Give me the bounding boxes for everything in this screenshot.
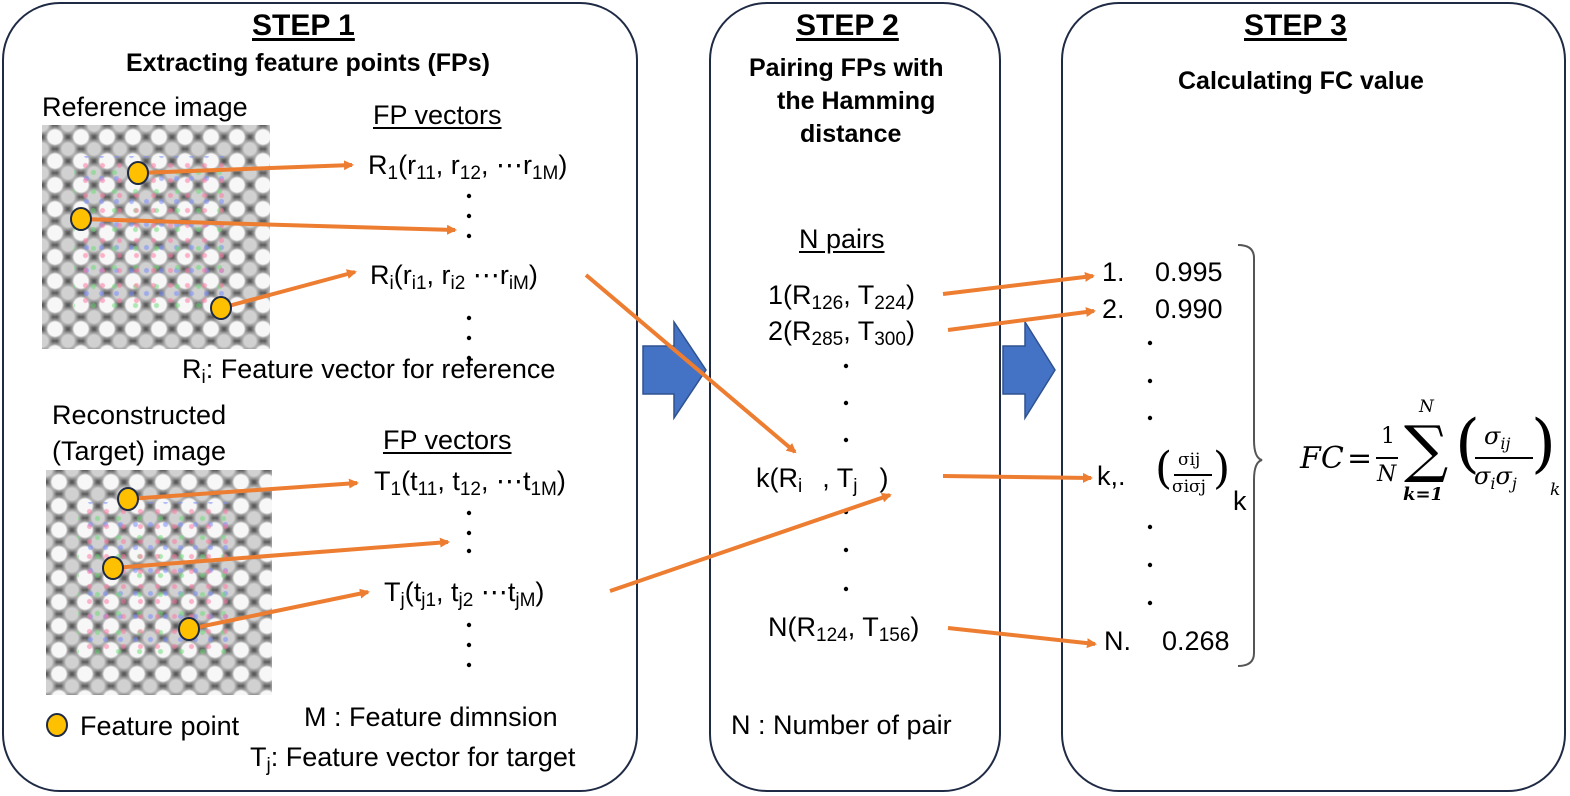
pair-k: k(Ri, Tj) <box>756 463 889 497</box>
target-image <box>46 470 272 695</box>
tj-definition: Tj: Feature vector for target <box>250 742 576 776</box>
fc-row-n-value: 0.268 <box>1162 626 1230 656</box>
fc-formula-left-paren: ( <box>1455 407 1480 481</box>
n-pairs-label: N pairs <box>799 224 885 254</box>
feature-point-markers <box>46 161 232 737</box>
fc-row-k-left-paren: ( <box>1155 443 1173 494</box>
n-definition: N : Number of pair <box>731 710 952 740</box>
block-arrow-2-icon <box>1002 319 1056 421</box>
step3-subtitle: Calculating FC value <box>1178 67 1424 95</box>
fc-formula-sigma-icon: ∑ <box>1404 412 1449 485</box>
step2-subtitle-2: the Hamming <box>777 87 936 115</box>
vector-ri: Ri(ri1, ri2 ⋯riM) <box>370 260 538 294</box>
fc-row-k-index: k,. <box>1097 461 1126 491</box>
ri-definition: Ri: Feature vector for reference <box>182 354 556 388</box>
reconstructed-label: Reconstructed <box>52 400 227 430</box>
fc-formula-outer-subscript: k <box>1550 480 1561 500</box>
fc-row-n-index: N. <box>1104 626 1131 656</box>
legend-feature-point-icon <box>46 713 68 737</box>
reference-image <box>42 125 270 349</box>
fc-formula-fraction-bar <box>1376 457 1398 459</box>
feature-point-legend-label: Feature point <box>80 711 240 741</box>
pair-1: 1(R126, T224) <box>768 280 915 314</box>
fc-formula-numerator: σij <box>1484 422 1511 453</box>
reference-image-label: Reference image <box>42 92 248 122</box>
step1-subtitle: Extracting feature points (FPs) <box>126 49 490 77</box>
ellipsis-dots <box>466 193 1153 668</box>
vector-tj: Tj(tj1, tj2 ⋯tjM) <box>384 577 545 611</box>
fc-formula-inner-bar <box>1475 457 1533 459</box>
step3-title: STEP 3 <box>1244 9 1347 42</box>
pair-n: N(R124, T156) <box>768 612 920 646</box>
fc-formula-lhs: FC <box>1300 441 1344 476</box>
fc-formula-denominator: σiσj <box>1474 462 1517 493</box>
m-definition: M : Feature dimnsion <box>304 702 558 732</box>
vector-t1: T1(t11, t12, ⋯t1M) <box>374 466 566 500</box>
step3-panel <box>1061 2 1566 792</box>
fc-formula-one: 1 <box>1381 424 1395 449</box>
pair-2: 2(R285, T300) <box>768 316 915 350</box>
fp-vectors-label-ref: FP vectors <box>373 100 502 130</box>
fc-row-k-fraction-bar <box>1174 474 1212 476</box>
step2-panel <box>709 2 1001 792</box>
fc-row-2-value: 0.990 <box>1155 294 1223 324</box>
fc-row-k-denominator: σiσj <box>1172 477 1206 497</box>
connector-arrows <box>80 160 1097 649</box>
fc-formula-sum-top: N <box>1419 397 1434 417</box>
fc-formula-sum-bottom: k=1 <box>1403 484 1444 505</box>
target-image-label: (Target) image <box>52 436 227 466</box>
step2-subtitle-3: distance <box>800 120 902 148</box>
fc-formula-n: N <box>1377 462 1397 487</box>
fc-formula-right-paren: ) <box>1531 407 1556 481</box>
vector-r1: R1(r11, r12, ⋯r1M) <box>368 150 568 184</box>
fc-row-1-value: 0.995 <box>1155 257 1223 287</box>
step2-title: STEP 2 <box>796 9 899 42</box>
fc-row-1-index: 1. <box>1102 257 1125 287</box>
block-arrow-1-icon <box>642 319 707 421</box>
fc-row-2-index: 2. <box>1102 294 1125 324</box>
right-brace-icon <box>1237 244 1263 667</box>
step1-title: STEP 1 <box>252 9 355 42</box>
fc-row-k-subscript: k <box>1233 486 1247 516</box>
step2-subtitle-1: Pairing FPs with <box>749 54 944 82</box>
fp-vectors-label-target: FP vectors <box>383 425 512 455</box>
fc-row-k-numerator: σij <box>1178 450 1201 470</box>
fc-formula-equals: = <box>1347 441 1373 476</box>
fc-row-k-right-paren: ) <box>1213 443 1231 494</box>
